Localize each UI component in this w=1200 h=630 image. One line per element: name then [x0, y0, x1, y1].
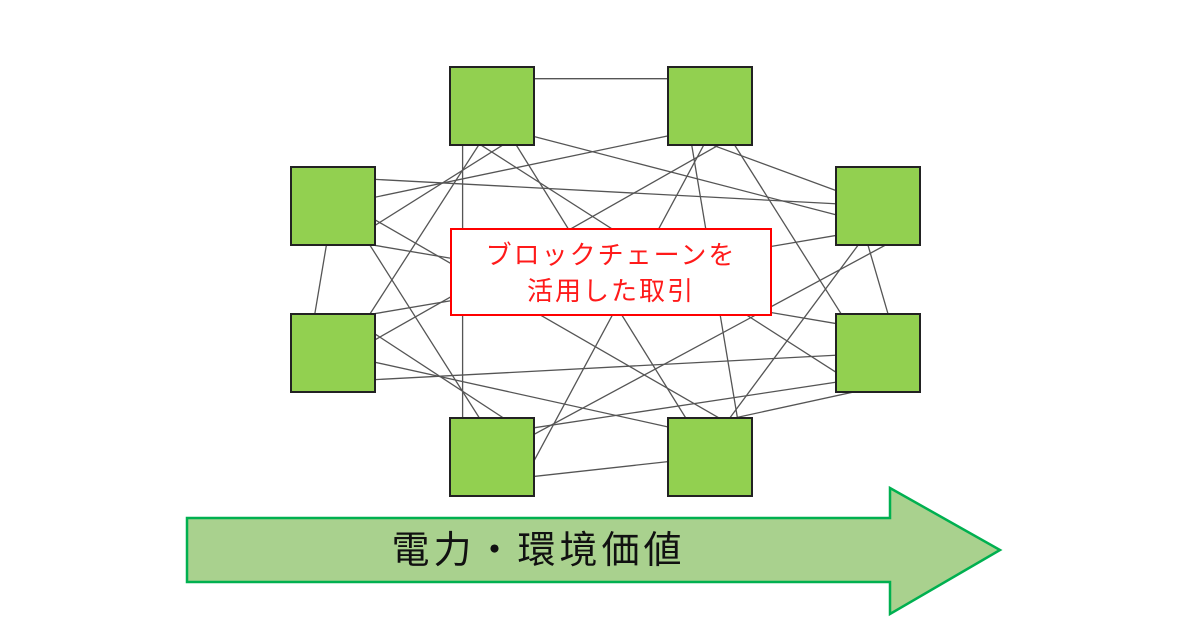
network-edge [362, 352, 879, 381]
network-edge [362, 325, 522, 431]
node-right-lower [835, 313, 921, 393]
network-edge [332, 132, 681, 207]
network-edge [332, 352, 681, 431]
center-box-line1: ブロックチェーンを [485, 241, 737, 271]
node-top-left [449, 66, 535, 146]
node-top-right [667, 66, 753, 146]
node-right-upper [835, 166, 921, 246]
arrow-label: 電力・環境価値 [391, 528, 686, 572]
network-nodes [290, 66, 921, 497]
node-bottom-right [667, 417, 753, 497]
node-left-upper [290, 166, 376, 246]
node-bottom-left [449, 417, 535, 497]
node-left-lower [290, 313, 376, 393]
flow-arrow [185, 485, 1003, 617]
blockchain-transaction-box: ブロックチェーンを 活用した取引 [450, 228, 772, 316]
network-edge [521, 379, 849, 431]
network-edge [362, 178, 879, 207]
network-edge [491, 232, 908, 458]
center-box-line2: 活用した取引 [526, 277, 695, 307]
